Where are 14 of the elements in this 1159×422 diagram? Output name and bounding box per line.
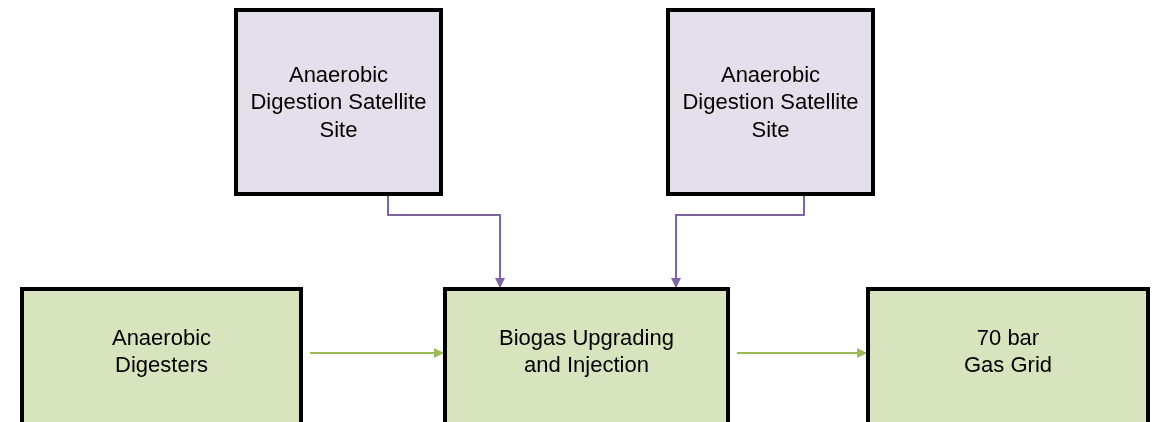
box-label: 70 bar Gas Grid (963, 323, 1053, 379)
arrow (671, 195, 805, 288)
arrow (387, 195, 505, 288)
box-label: Anaerobic Digestion Satellite Site (249, 60, 428, 144)
arrow (309, 348, 444, 358)
process-box (443, 287, 730, 422)
process-box (234, 8, 443, 196)
process-box (20, 287, 303, 422)
box-label: Biogas Upgrading and Injection (498, 323, 675, 379)
arrow (736, 348, 867, 358)
process-box (866, 287, 1150, 422)
process-box (666, 8, 875, 196)
box-label: Anaerobic Digesters (110, 323, 213, 379)
box-label: Anaerobic Digestion Satellite Site (681, 60, 860, 144)
